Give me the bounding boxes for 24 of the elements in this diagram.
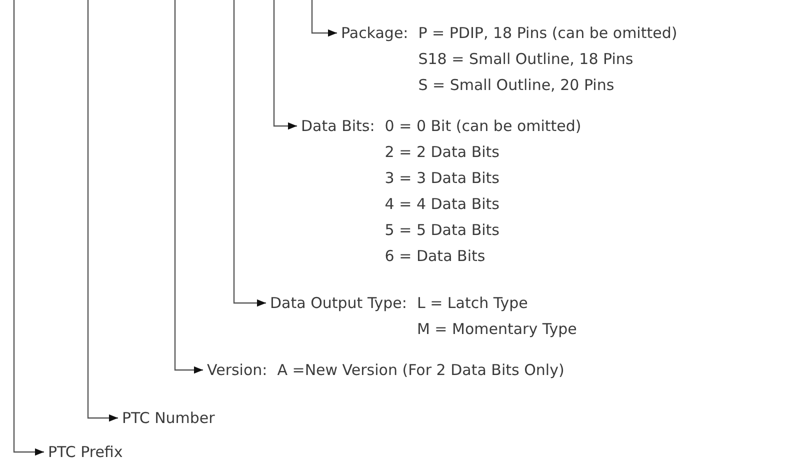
option-text: M = Momentary Type: [416, 319, 577, 340]
option-text: S = Small Outline, 20 Pins: [418, 75, 616, 96]
leader-arrow: [273, 0, 297, 130]
field-name: PTC Prefix: [48, 442, 123, 463]
leader-arrow: [233, 0, 266, 307]
option-text: L = Latch Type: [416, 293, 529, 314]
leader-arrow: [13, 0, 44, 456]
leader-arrow: [311, 0, 337, 37]
option-text: A =New Version (For 2 Data Bits Only): [277, 360, 564, 381]
option-text: 3 = 3 Data Bits: [384, 168, 500, 189]
option-text: P = PDIP, 18 Pins (can be omitted): [418, 23, 678, 44]
option-text: S18 = Small Outline, 18 Pins: [418, 49, 634, 70]
field-name: Package:: [341, 23, 408, 44]
field-name: Version:: [207, 360, 268, 381]
leader-arrow: [87, 0, 118, 422]
field-name: Data Bits:: [301, 116, 375, 137]
option-text: 6 = Data Bits: [384, 246, 486, 267]
option-text: 4 = 4 Data Bits: [384, 194, 500, 215]
option-text: 0 = 0 Bit (can be omitted): [384, 116, 582, 137]
option-text: 2 = 2 Data Bits: [384, 142, 500, 163]
option-text: 5 = 5 Data Bits: [384, 220, 500, 241]
field-name: Data Output Type:: [270, 293, 407, 314]
leader-arrow: [174, 0, 203, 374]
field-name: PTC Number: [122, 408, 215, 429]
